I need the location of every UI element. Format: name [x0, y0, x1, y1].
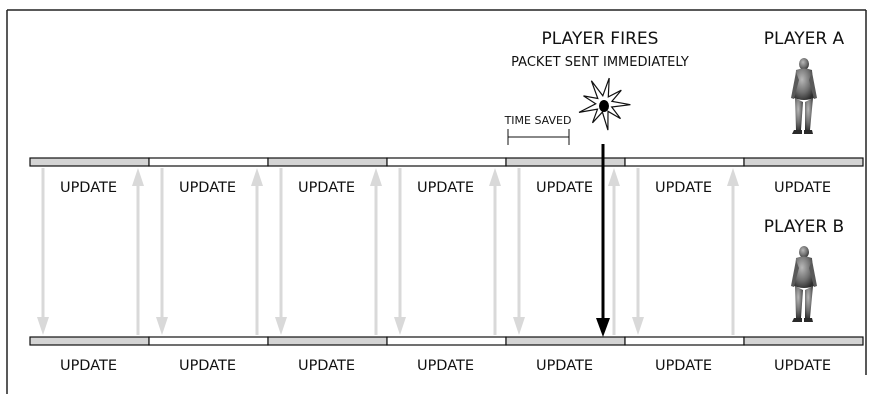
top_row-segment [30, 158, 149, 166]
bottom_row-segment [30, 337, 149, 345]
top_row-segment [744, 158, 863, 166]
bottom_row-update-label: UPDATE [179, 358, 236, 374]
update-arrow-up [489, 168, 501, 335]
bottom_row-segment [744, 337, 863, 345]
player-b-label: PLAYER B [764, 217, 844, 237]
top_row-segment [506, 158, 625, 166]
bottom-update-labels: UPDATE UPDATE UPDATE UPDATE UPDATE UPDATE UPDA… [60, 358, 831, 374]
time-saved-bracket [508, 129, 569, 145]
update-arrow-down [275, 168, 287, 335]
bottom_row-segment [149, 337, 268, 345]
update-arrow-down [156, 168, 168, 335]
top_row-update-label: UPDATE [179, 180, 236, 196]
top_row-update-label: UPDATE [60, 180, 117, 196]
top_row-segment [625, 158, 744, 166]
top_row-segment [268, 158, 387, 166]
update-arrow-up [727, 168, 739, 335]
top_row-update-label: UPDATE [774, 180, 831, 196]
top_row-segment [387, 158, 506, 166]
update-arrows [37, 168, 739, 335]
top_row-update-label: UPDATE [655, 180, 712, 196]
top-timeline [30, 158, 863, 166]
player-a-figure-icon [791, 58, 817, 134]
bottom_row-update-label: UPDATE [298, 358, 355, 374]
bottom_row-update-label: UPDATE [774, 358, 831, 374]
bottom_row-update-label: UPDATE [60, 358, 117, 374]
muzzle-flash-icon [579, 78, 630, 130]
top-update-labels: UPDATE UPDATE UPDATE UPDATE UPDATE UPDATE UPDA… [60, 180, 831, 196]
player-b-figure-icon [791, 246, 817, 322]
update-arrow-down [394, 168, 406, 335]
top_row-update-label: UPDATE [417, 180, 474, 196]
top_row-segment [149, 158, 268, 166]
update-arrow-up [370, 168, 382, 335]
player-a-label: PLAYER A [764, 29, 845, 49]
top_row-update-label: UPDATE [298, 180, 355, 196]
player-fires-label: PLAYER FIRES [542, 29, 659, 49]
bottom_row-update-label: UPDATE [536, 358, 593, 374]
bottom_row-update-label: UPDATE [655, 358, 712, 374]
packet-sent-label: PACKET SENT IMMEDIATELY [511, 55, 689, 70]
update-arrow-down [632, 168, 644, 335]
update-arrow-up [608, 168, 620, 335]
top_row-update-label: UPDATE [536, 180, 593, 196]
time-saved-label: TIME SAVED [504, 114, 572, 127]
bottom_row-segment [625, 337, 744, 345]
bottom-timeline [30, 337, 863, 345]
update-arrow-down [37, 168, 49, 335]
bottom_row-segment [387, 337, 506, 345]
update-arrow-down [513, 168, 525, 335]
bottom_row-segment [268, 337, 387, 345]
fire-packet-arrow [596, 144, 610, 337]
bottom_row-segment [506, 337, 625, 345]
update-arrow-up [251, 168, 263, 335]
update-arrow-up [132, 168, 144, 335]
bottom_row-update-label: UPDATE [417, 358, 474, 374]
